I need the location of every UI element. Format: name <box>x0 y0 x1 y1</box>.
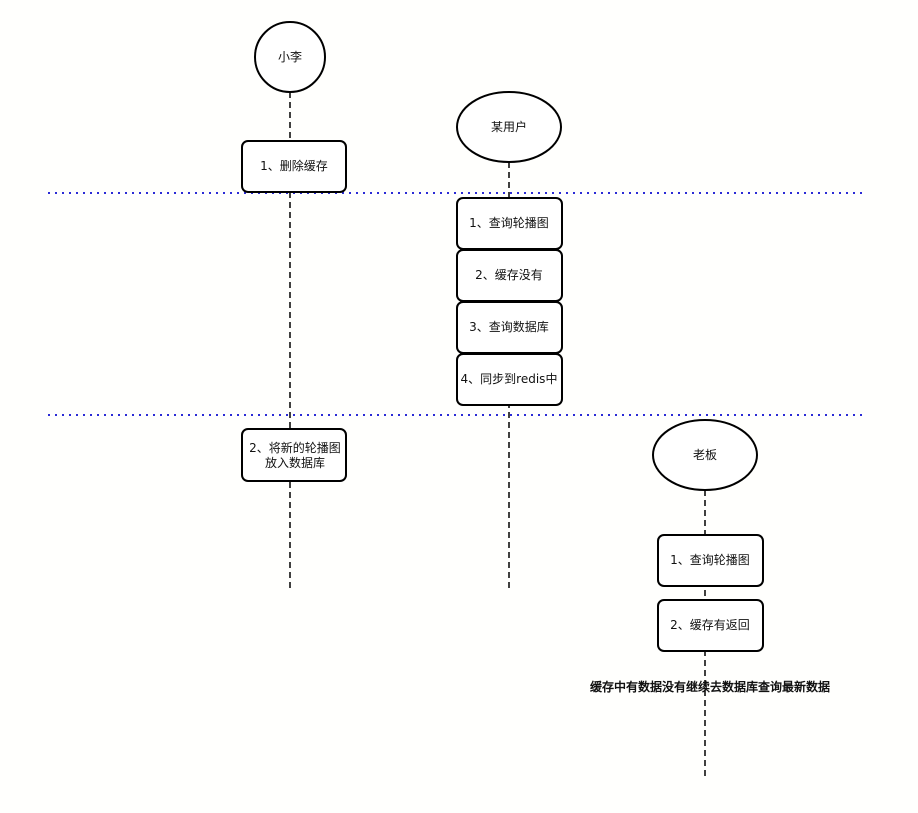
step-user-cache-missing: 2、缓存没有 <box>456 249 563 302</box>
step-store-db-label-line2: 放入数据库 <box>265 455 325 470</box>
step-boss-cache-returns: 2、缓存有返回 <box>657 599 764 652</box>
actor-boss: 老板 <box>652 419 758 491</box>
step-user-query-db: 3、查询数据库 <box>456 301 563 354</box>
actor-boss-label: 老板 <box>693 448 717 462</box>
step-boss-query-carousel-label: 1、查询轮播图 <box>670 553 750 567</box>
step-delete-cache-label: 1、删除缓存 <box>260 158 328 173</box>
step-user-query-carousel: 1、查询轮播图 <box>456 197 563 250</box>
step-user-sync-redis-label: 4、同步到redis中 <box>461 371 558 386</box>
actor-user-node <box>456 91 562 163</box>
step-delete-cache: 1、删除缓存 <box>241 140 347 193</box>
step-delete-cache-box <box>241 140 347 193</box>
step-user-query-db-label: 3、查询数据库 <box>469 319 549 334</box>
step-store-db-label-line1: 2、将新的轮播图 <box>249 440 341 455</box>
step-user-sync-redis-box <box>456 353 563 406</box>
actor-boss-node <box>652 419 758 491</box>
actor-user: 某用户 <box>456 91 562 163</box>
step-user-sync-redis: 4、同步到redis中 <box>456 353 563 406</box>
step-boss-query-carousel: 1、查询轮播图 <box>657 534 764 587</box>
step-store-db-box <box>241 428 347 482</box>
step-boss-query-carousel-box <box>657 534 764 587</box>
step-boss-cache-returns-label: 2、缓存有返回 <box>670 618 750 632</box>
actor-xiaoli-label: 小李 <box>278 49 302 64</box>
step-boss-cache-returns-box <box>657 599 764 652</box>
actor-xiaoli-node <box>254 21 326 93</box>
actor-xiaoli: 小李 <box>254 21 326 93</box>
actor-user-label: 某用户 <box>491 119 527 134</box>
step-user-cache-missing-label: 2、缓存没有 <box>475 267 543 282</box>
step-store-db: 2、将新的轮播图 放入数据库 <box>241 428 347 482</box>
step-user-query-carousel-label: 1、查询轮播图 <box>469 216 549 230</box>
note-text: 缓存中有数据没有继续去数据库查询最新数据 <box>590 679 830 694</box>
